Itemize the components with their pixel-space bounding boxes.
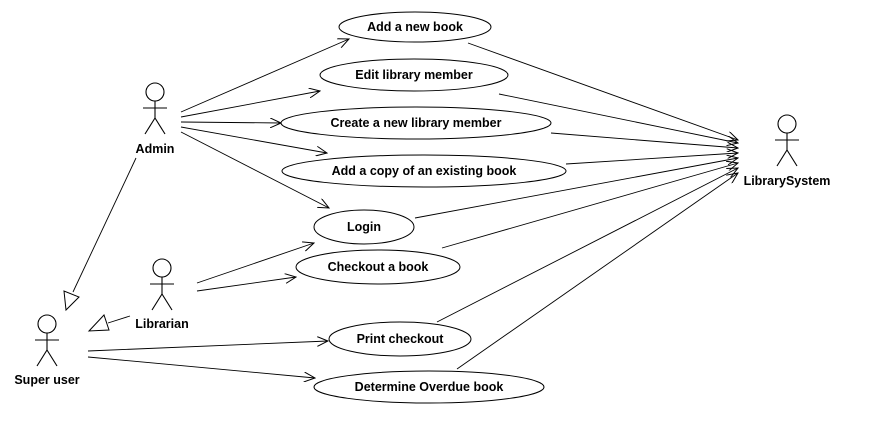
use-case-checkout-book[interactable]: Checkout a book (295, 249, 461, 285)
use-case-add-new-book[interactable]: Add a new book (338, 11, 492, 43)
assoc-overdue-system (456, 173, 738, 370)
stick-figure-icon (35, 314, 59, 367)
assoc-admin-create-member (180, 122, 281, 123)
actor-super-user[interactable]: Super user (14, 314, 80, 387)
assoc-admin-add-new-book (180, 39, 349, 113)
use-case-label: Print checkout (357, 332, 445, 346)
stick-figure-icon (143, 82, 167, 135)
assoc-print-checkout-system (436, 168, 738, 323)
use-case-determine-overdue[interactable]: Determine Overdue book (313, 370, 545, 404)
assoc-login-system (414, 158, 738, 219)
stick-figure-icon (775, 114, 799, 167)
use-case-label: Determine Overdue book (355, 380, 504, 394)
use-case-label: Add a copy of an existing book (332, 164, 517, 178)
stick-figure-icon (150, 258, 174, 311)
assoc-admin-edit-member (180, 91, 320, 118)
generalization-librarian-superuser (87, 314, 131, 332)
use-case-print-checkout[interactable]: Print checkout (328, 321, 472, 357)
assoc-admin-add-copy (180, 126, 327, 153)
actor-librarian[interactable]: Librarian (135, 258, 189, 331)
use-case-add-copy[interactable]: Add a copy of an existing book (281, 154, 567, 188)
actor-library-system[interactable]: LibrarySystem (744, 114, 831, 188)
assoc-librarian-checkout (196, 277, 296, 292)
use-case-create-member[interactable]: Create a new library member (280, 106, 552, 140)
assoc-add-new-book-system (467, 42, 738, 140)
use-case-label: Edit library member (355, 68, 473, 82)
use-case-label: Add a new book (367, 20, 463, 34)
use-case-label: Create a new library member (331, 116, 502, 130)
use-case-edit-member[interactable]: Edit library member (319, 58, 509, 92)
assoc-superuser-print-checkout (87, 341, 328, 352)
actor-label: Librarian (135, 317, 189, 331)
assoc-add-copy-system (565, 153, 738, 165)
use-case-label: Checkout a book (328, 260, 429, 274)
actor-admin[interactable]: Admin (136, 82, 175, 156)
assoc-create-member-system (550, 132, 738, 148)
use-case-login[interactable]: Login (313, 209, 415, 245)
actor-label: LibrarySystem (744, 174, 831, 188)
assoc-edit-member-system (498, 93, 738, 143)
use-case-label: Login (347, 220, 381, 234)
assoc-superuser-overdue (87, 356, 315, 378)
actor-label: Admin (136, 142, 175, 156)
assoc-admin-login (180, 131, 329, 208)
assoc-checkout-system (441, 163, 738, 249)
generalization-admin-superuser (63, 157, 137, 312)
actor-label: Super user (14, 373, 79, 387)
assoc-librarian-login (196, 243, 314, 284)
